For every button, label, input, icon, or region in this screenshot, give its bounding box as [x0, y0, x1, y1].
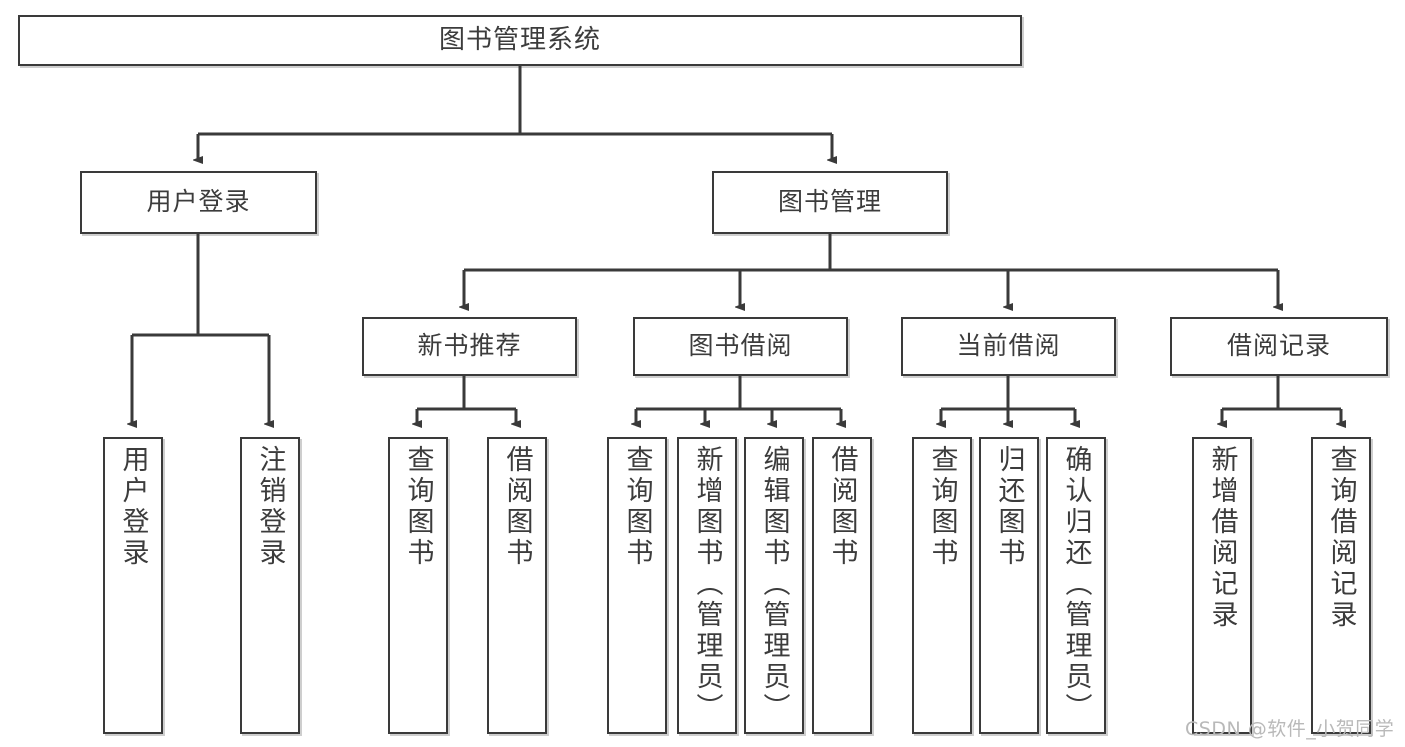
node-user-login[interactable]: 用户登录: [80, 171, 317, 234]
leaf-query-borrow-record[interactable]: 查询借阅记录: [1311, 437, 1371, 734]
node-label: 用户登录: [117, 445, 149, 569]
node-label: 图书借阅: [688, 331, 793, 361]
node-label: 查询借阅记录: [1325, 445, 1357, 631]
node-label: 用户登录: [146, 187, 251, 217]
leaf-user-login[interactable]: 用户登录: [103, 437, 163, 734]
leaf-add-book-admin[interactable]: 新增图书（管理员）: [677, 437, 737, 734]
node-label: 新增借阅记录: [1206, 445, 1238, 631]
node-borrow-record[interactable]: 借阅记录: [1170, 317, 1388, 376]
leaf-borrow-book[interactable]: 借阅图书: [812, 437, 872, 734]
node-label: 查询图书: [402, 445, 434, 569]
leaf-add-borrow-record[interactable]: 新增借阅记录: [1192, 437, 1252, 734]
node-label: 图书管理: [777, 187, 882, 217]
node-label: 新书推荐: [417, 331, 522, 361]
node-label: 新增图书（管理员）: [691, 445, 723, 724]
leaf-logout-login[interactable]: 注销登录: [240, 437, 300, 734]
node-label: 查询图书: [621, 445, 653, 569]
csdn-watermark: CSDN @软件_小贺同学: [1185, 718, 1395, 740]
node-label: 确认归还（管理员）: [1060, 445, 1092, 724]
node-book-management[interactable]: 图书管理: [712, 171, 948, 234]
leaf-return-book[interactable]: 归还图书: [979, 437, 1039, 734]
node-label: 注销登录: [254, 445, 286, 569]
node-book-management-system[interactable]: 图书管理系统: [18, 15, 1022, 66]
leaf-edit-book-admin[interactable]: 编辑图书（管理员）: [744, 437, 804, 734]
node-new-book-recommend[interactable]: 新书推荐: [362, 317, 577, 376]
node-label: 借阅图书: [501, 445, 533, 569]
node-current-borrow[interactable]: 当前借阅: [901, 317, 1116, 376]
leaf-query-book-current[interactable]: 查询图书: [912, 437, 972, 734]
node-book-borrow[interactable]: 图书借阅: [633, 317, 848, 376]
leaf-confirm-return-admin[interactable]: 确认归还（管理员）: [1046, 437, 1106, 734]
node-label: 当前借阅: [956, 331, 1061, 361]
leaf-query-book-recommend[interactable]: 查询图书: [388, 437, 448, 734]
node-label: 图书管理系统: [438, 24, 601, 55]
leaf-query-book-borrow[interactable]: 查询图书: [607, 437, 667, 734]
node-label: 查询图书: [926, 445, 958, 569]
node-label: 归还图书: [993, 445, 1025, 569]
node-label: 借阅图书: [826, 445, 858, 569]
node-label: 编辑图书（管理员）: [758, 445, 790, 724]
leaf-borrow-book-recommend[interactable]: 借阅图书: [487, 437, 547, 734]
node-label: 借阅记录: [1226, 331, 1331, 361]
